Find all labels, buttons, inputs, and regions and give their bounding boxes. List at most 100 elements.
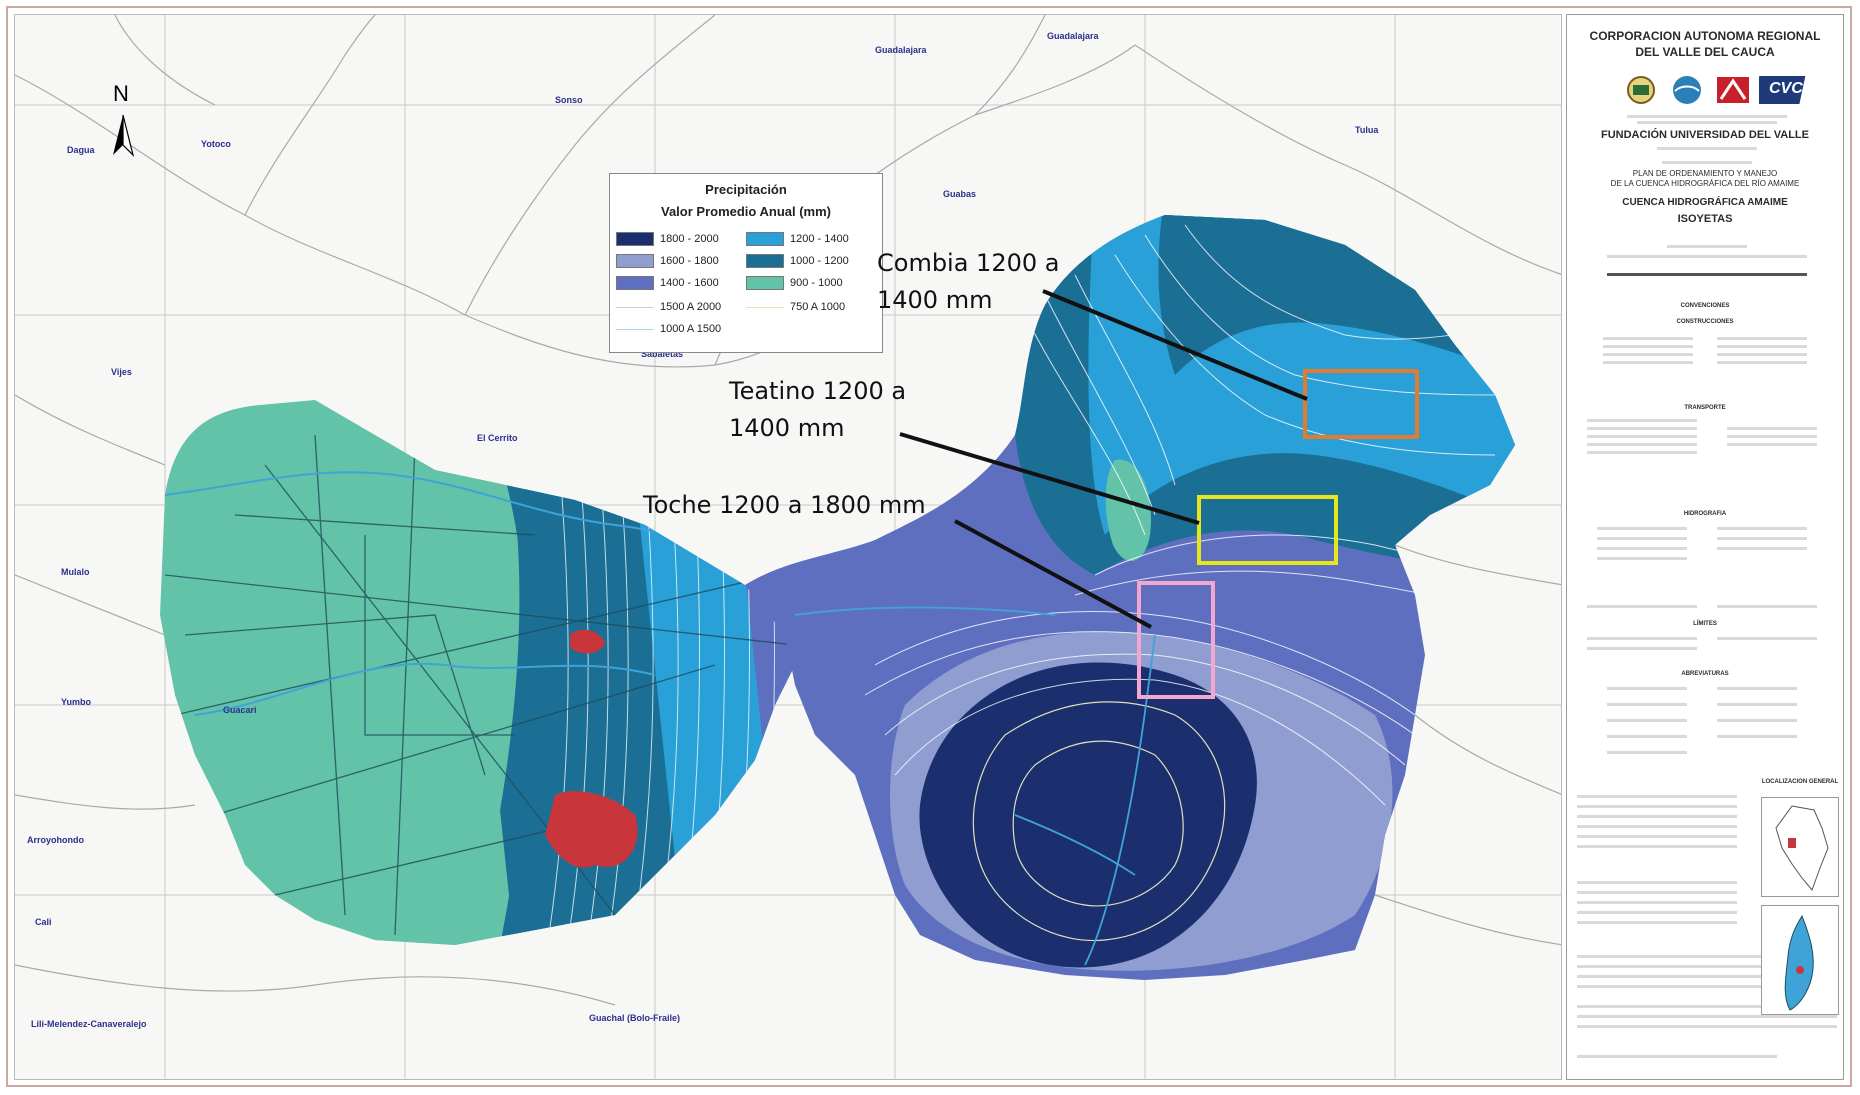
panel-text-block (1717, 687, 1797, 690)
panel-text-block (1577, 891, 1737, 894)
place-label-sabaletas: Sabaletas (641, 349, 684, 359)
place-label-guadalajara: Guadalajara (875, 45, 927, 55)
scale-bar (1607, 273, 1807, 276)
panel-text-block (1597, 527, 1687, 530)
place-label-el-cerrito: El Cerrito (477, 433, 518, 443)
panel-text-block (1727, 443, 1817, 446)
section-abreviaturas: ABREVIATURAS (1681, 671, 1729, 677)
plan-title-line1: PLAN DE ORDENAMIENTO Y MANEJO (1632, 169, 1778, 178)
place-label-sonso: Sonso (555, 95, 583, 105)
map-area: Dagua Yotoco Sonso Guadalajara Guadalaja… (14, 14, 1562, 1080)
place-label-dagua: Dagua (67, 145, 95, 155)
panel-text-block (1717, 537, 1807, 540)
combia-highlight-box (1303, 369, 1419, 439)
legend-class-1400-1600: 1400 - 1600 (616, 274, 719, 292)
legend-swatch (616, 254, 654, 269)
annotation-teatino-line1: Teatino 1200 a (729, 377, 907, 405)
north-arrow: N (103, 81, 149, 175)
place-label-guabas: Guabas (943, 189, 977, 199)
panel-text-block (1577, 1005, 1837, 1008)
panel-text-block (1577, 955, 1837, 958)
panel-text-block (1577, 1025, 1837, 1028)
panel-text-block (1662, 161, 1752, 164)
university-logo (1713, 73, 1753, 107)
legend-swatch (616, 276, 654, 291)
place-label-cali: Cali (35, 917, 52, 927)
panel-text-block (1587, 451, 1697, 454)
legend-swatch (746, 254, 784, 269)
panel-text-block (1597, 557, 1687, 560)
panel-text-block (1667, 245, 1747, 248)
panel-text-block (1577, 965, 1837, 968)
panel-text-block (1587, 435, 1697, 438)
location-mini-map-colombia (1761, 797, 1839, 897)
basin-name: CUENCA HIDROGRÁFICA AMAIME (1622, 197, 1788, 208)
place-label-vijes: Vijes (111, 367, 132, 377)
panel-text-block (1657, 147, 1757, 150)
municipal-boundaries (15, 15, 1561, 1006)
panel-text-block (1577, 1055, 1777, 1058)
org-name-line1: CORPORACION AUTONOMA REGIONAL (1589, 29, 1821, 43)
panel-text-block (1637, 121, 1777, 124)
annotation-combia-line2: 1400 mm (877, 286, 993, 314)
panel-text-block (1577, 805, 1737, 808)
panel-text-block (1717, 703, 1797, 706)
panel-text-block (1577, 825, 1737, 828)
valle-map-icon (1784, 914, 1814, 1011)
panel-text-block (1597, 537, 1687, 540)
panel-text-block (1717, 527, 1807, 530)
panel-text-block (1587, 605, 1697, 608)
section-transporte: TRANSPORTE (1684, 405, 1726, 411)
panel-text-block (1587, 637, 1697, 640)
legend-line-swatch (746, 306, 784, 308)
panel-text-block (1577, 901, 1737, 904)
panel-text-block (1577, 911, 1737, 914)
panel-text-block (1717, 353, 1807, 356)
panel-text-block (1717, 605, 1817, 608)
panel-text-block (1717, 361, 1807, 364)
panel-text-block (1607, 719, 1687, 722)
cvc-logo: CVC (1753, 73, 1807, 107)
teatino-highlight-box (1197, 495, 1338, 565)
place-label-yumbo: Yumbo (61, 697, 92, 707)
panel-text-block (1577, 815, 1737, 818)
legend-line-750-1000: 750 A 1000 (746, 298, 845, 316)
section-limites: LÍMITES (1693, 621, 1717, 627)
panel-text-block (1603, 353, 1693, 356)
environment-logo (1667, 73, 1707, 107)
panel-text-block (1577, 921, 1737, 924)
panel-text-block (1587, 419, 1697, 422)
legend-class-1000-1200: 1000 - 1200 (746, 252, 849, 270)
legend-title: Precipitación (705, 182, 787, 197)
place-label-arroyohondo: Arroyohondo (27, 835, 84, 845)
section-convenciones: CONVENCIONES (1680, 303, 1730, 309)
place-label-tulua: Tulua (1355, 125, 1379, 135)
place-label-guachal: Guachal (Bolo-Fraile) (589, 1013, 681, 1023)
annotation-toche: Toche 1200 a 1800 mm (643, 487, 926, 524)
panel-text-block (1717, 337, 1807, 340)
teatino-pointer (899, 432, 1200, 525)
colombia-map-icon (1775, 805, 1829, 891)
legend-line-swatch (616, 306, 654, 308)
panel-text-block (1587, 443, 1697, 446)
panel-text-block (1577, 1015, 1837, 1018)
panel-text-block (1727, 435, 1817, 438)
panel-text-block (1587, 427, 1697, 430)
section-construcciones: CONSTRUCCIONES (1676, 319, 1734, 325)
precipitation-legend: Precipitación Valor Promedio Anual (mm) … (609, 173, 883, 353)
annotation-toche-line1: Toche 1200 a 1800 mm (643, 491, 926, 519)
panel-text-block (1607, 735, 1687, 738)
map-subject: ISOYETAS (1677, 213, 1733, 225)
colombia-seal-logo (1621, 73, 1661, 107)
panel-text-block (1603, 345, 1693, 348)
legend-line-1500-2000: 1500 A 2000 (616, 298, 721, 316)
legend-swatch (746, 276, 784, 291)
panel-text-block (1577, 975, 1837, 978)
panel-text-block (1607, 255, 1807, 258)
legend-subtitle: Valor Promedio Anual (mm) (661, 204, 831, 219)
title-block-panel: CORPORACION AUTONOMA REGIONAL DEL VALLE … (1566, 14, 1844, 1080)
legend-line-swatch (616, 328, 654, 330)
legend-class-1800-2000: 1800 - 2000 (616, 230, 719, 248)
panel-text-block (1607, 703, 1687, 706)
north-arrow-icon (113, 114, 135, 157)
